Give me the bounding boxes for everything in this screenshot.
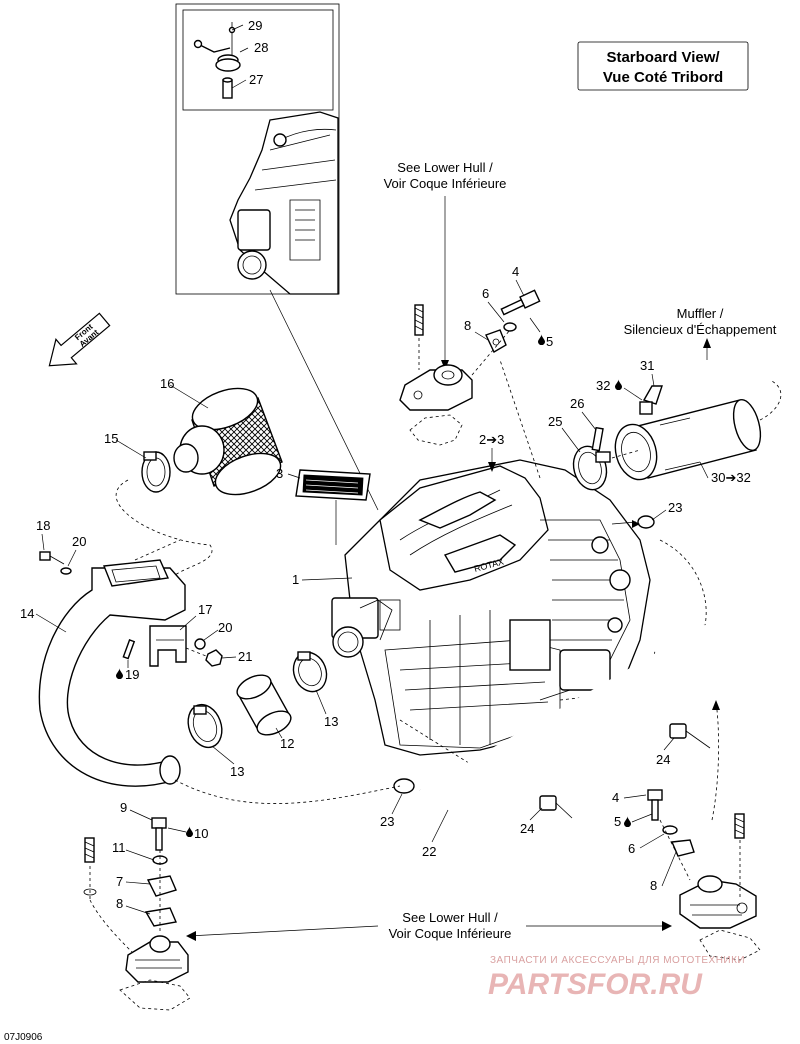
callout-11: 11 <box>112 840 126 855</box>
view-title-line2: Vue Coté Tribord <box>603 69 723 86</box>
bolt-9 <box>151 817 167 851</box>
intake-duct-14 <box>38 539 186 787</box>
diagram-code: 07J0906 <box>4 1032 43 1043</box>
clamp-23-bottom <box>393 778 415 794</box>
see-lower-hull-bottom-line2: Voir Coque Inférieure <box>389 926 512 941</box>
callout-23-bottom: 23 <box>380 814 394 829</box>
callout-9: 9 <box>120 800 127 815</box>
bolt-19 <box>122 639 136 660</box>
see-lower-hull-top-line2: Voir Coque Inférieure <box>384 176 507 191</box>
callout-28: 28 <box>254 40 268 55</box>
callout-2: 2➔3 <box>479 432 504 447</box>
callout-1: 1 <box>292 572 299 587</box>
lower-left-mount <box>83 817 191 1011</box>
callout-6-bottom: 6 <box>628 841 635 856</box>
callout-18: 18 <box>36 518 50 533</box>
clamp-15 <box>141 451 171 493</box>
callout-25: 25 <box>548 414 562 429</box>
callout-17: 17 <box>198 602 212 617</box>
callout-16: 16 <box>160 376 174 391</box>
callout-32: 32 <box>596 378 610 393</box>
callout-26: 26 <box>570 396 584 411</box>
engine-assembly: ROTAX <box>331 459 701 771</box>
watermark-top: ЗАПЧАСТИ И АКСЕССУАРЫ ДЛЯ МОТОТЕХНИКИ <box>490 955 745 966</box>
callout-20-top: 20 <box>72 534 86 549</box>
callout-12: 12 <box>280 736 294 751</box>
see-lower-hull-bottom-line1: See Lower Hull / <box>402 910 498 925</box>
callout-4-top: 4 <box>512 264 519 279</box>
callout-13-left: 13 <box>230 764 244 779</box>
clamp-23-right <box>637 515 655 529</box>
callout-20-mid: 20 <box>218 620 232 635</box>
callout-19: 19 <box>125 667 139 682</box>
callout-24-bottom: 24 <box>520 821 534 836</box>
bolt-4-bottom <box>647 789 663 821</box>
lower-right-mount <box>647 700 761 961</box>
view-title-line1: Starboard View/ <box>606 49 720 66</box>
front-arrow-icon: Front Avant <box>48 312 111 367</box>
callout-15: 15 <box>104 431 118 446</box>
air-filter <box>173 387 283 496</box>
inset-engine <box>229 111 339 295</box>
callout-10: 10 <box>194 826 208 841</box>
callout-3: 3 <box>276 466 283 481</box>
throttle-body <box>331 597 401 658</box>
inset-hardware <box>193 22 249 99</box>
detail-inset <box>175 3 340 295</box>
clamp-13-right <box>292 651 328 693</box>
callout-31: 31 <box>640 358 654 373</box>
callout-5-bottom: 5 <box>614 814 621 829</box>
callout-8-bottom: 8 <box>650 878 657 893</box>
callout-22: 22 <box>422 844 436 859</box>
muffler-line2: Silencieux d'Échappement <box>624 322 777 337</box>
clamp-25 <box>572 445 611 491</box>
callout-23-right: 23 <box>668 500 682 515</box>
callout-6-top: 6 <box>482 286 489 301</box>
muffler-30 <box>614 379 782 481</box>
callout-13-right: 13 <box>324 714 338 729</box>
decal-3 <box>295 469 371 501</box>
coupler-12 <box>236 674 292 736</box>
callout-21: 21 <box>238 649 252 664</box>
callout-29: 29 <box>248 18 262 33</box>
callout-14: 14 <box>20 606 34 621</box>
clamp-13-left <box>187 703 223 749</box>
bracket-17 <box>149 625 187 667</box>
callout-4-bottom: 4 <box>612 790 619 805</box>
bolt-18 <box>39 551 65 565</box>
callout-8-top: 8 <box>464 318 471 333</box>
engine-mount-top <box>399 289 541 446</box>
muffler-line1: Muffler / <box>677 306 724 321</box>
view-title-box: Starboard View/ Vue Coté Tribord <box>577 41 749 91</box>
watermark-brand: PARTSFOR.RU <box>488 968 703 1001</box>
callout-24-right: 24 <box>656 752 670 767</box>
callout-5-top: 5 <box>546 334 553 349</box>
see-lower-hull-top-line1: See Lower Hull / <box>397 160 493 175</box>
callout-8-left: 8 <box>116 896 123 911</box>
bolt-24-bottom <box>539 795 573 819</box>
fitting-31 <box>639 385 663 415</box>
fitting-26 <box>591 426 604 452</box>
callout-7: 7 <box>116 874 123 889</box>
bolt-24-right <box>669 723 711 749</box>
callout-30: 30➔32 <box>711 470 751 485</box>
callout-27: 27 <box>249 72 263 87</box>
